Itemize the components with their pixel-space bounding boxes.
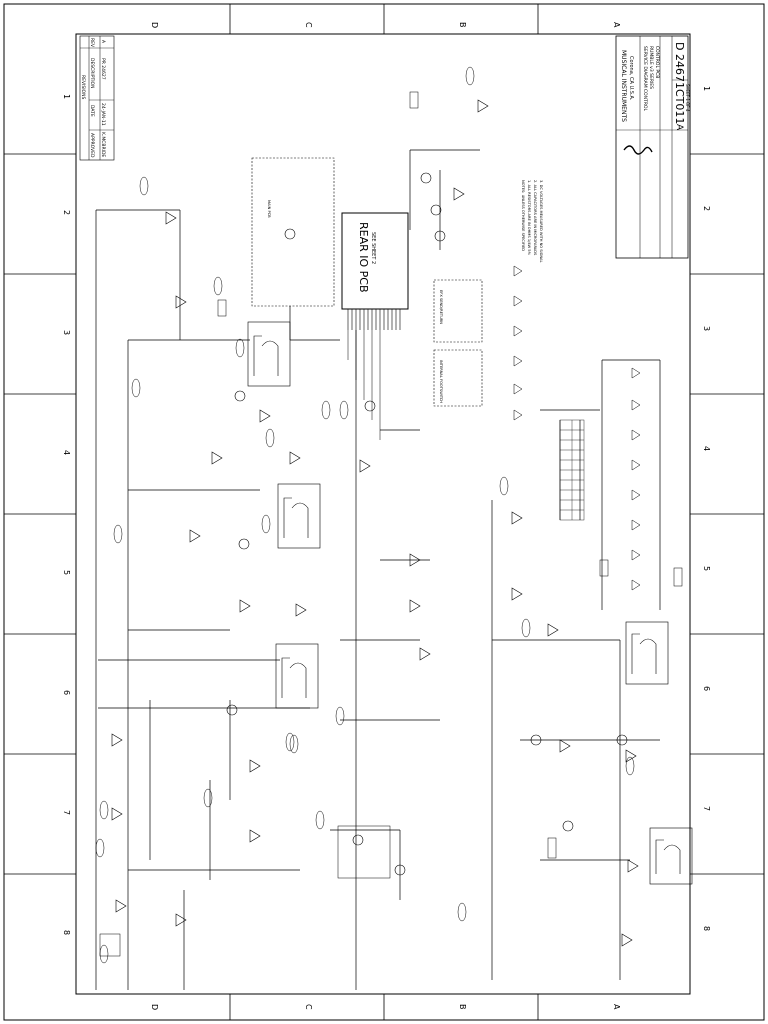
wiring — [95, 149, 661, 990]
rev-row-desc: PR 24627 — [100, 58, 106, 80]
company-location: Corona, CA U.S.A. — [628, 56, 634, 101]
drawing-sheet: SHEET 1 OF 4 — [685, 84, 690, 112]
rev-col-desc: DESCRIPTION — [89, 58, 95, 88]
zone-num-left-6: 6 — [62, 690, 71, 695]
dashed-subblocks — [251, 157, 483, 407]
zone-num-right-3: 3 — [702, 326, 711, 331]
rear-io-pcb-subtitle: SEE SHEET 2 — [370, 232, 376, 264]
led-array — [559, 419, 585, 521]
zone-letter-bottom-b: B — [458, 1004, 467, 1010]
revisions-header: REVISIONS — [80, 75, 86, 99]
rear-io-pcb-block: REAR IO PCB SEE SHEET 2 — [341, 212, 409, 330]
zone-num-right-7: 7 — [702, 806, 711, 811]
zone-num-left-3: 3 — [62, 330, 71, 335]
company-name: MUSICAL INSTRUMENTS — [620, 50, 627, 122]
note-2: 2. ALL CAPACITORS ARE IN MICROFARADS — [533, 180, 537, 256]
transistors — [226, 172, 628, 876]
drawing-title-3: CONTROL PCB — [654, 46, 660, 78]
drawing-size: D — [673, 42, 686, 50]
zone-letter-top-b: B — [458, 22, 467, 28]
zone-letter-bottom-c: C — [304, 1004, 313, 1010]
zone-num-left-4: 4 — [62, 450, 71, 455]
zone-num-left-8: 8 — [62, 930, 71, 935]
zone-letter-top-d: D — [150, 22, 159, 28]
zone-letter-bottom-a: A — [612, 1004, 621, 1010]
rev-row-date: 24-JAN-11 — [100, 103, 106, 126]
zone-num-right-1: 1 — [702, 86, 711, 91]
zone-num-left-1: 1 — [62, 94, 71, 99]
note-3: 3. DC VOLTAGES MEASURED WITH NO SIGNAL — [539, 180, 543, 263]
small-boxes — [99, 91, 683, 957]
rev-col-date: DATE — [89, 105, 95, 117]
rev-col-rev: REV — [89, 38, 95, 48]
rev-row-approved: K.MCBRIDE — [100, 132, 106, 157]
comparator-ladder — [513, 265, 641, 591]
zone-num-right-2: 2 — [702, 206, 711, 211]
subblock-label-efx: EFX SEND/RETURN — [439, 290, 443, 324]
drawing-title-1: SERVICE DIAGRAM CONTROL — [642, 46, 648, 111]
zone-letter-top-c: C — [304, 22, 313, 28]
note-0: NOTES: UNLESS OTHERWISE SPECIFIED — [521, 180, 525, 251]
subblock-label-main: MAIN PCB — [267, 200, 271, 218]
op-amps — [111, 99, 639, 947]
zone-num-right-4: 4 — [702, 446, 711, 451]
zone-num-left-5: 5 — [62, 570, 71, 575]
zone-num-left-2: 2 — [62, 210, 71, 215]
drawing-number: 24671CT011 — [673, 54, 686, 124]
zone-num-left-7: 7 — [62, 810, 71, 815]
note-1: 1. ALL RESISTORS ARE IN OHMS 1/4W 5% — [527, 180, 531, 256]
zone-num-right-8: 8 — [702, 926, 711, 931]
title-block: MUSICAL INSTRUMENTS Corona, CA U.S.A. SE… — [615, 35, 690, 259]
rear-io-wires — [347, 330, 381, 440]
inset-graphs — [247, 321, 693, 885]
zone-letter-top-a: A — [612, 22, 621, 28]
subblock-label-footswitch: INTERNAL FOOTSWITCH — [439, 360, 443, 403]
inner-border — [75, 33, 691, 995]
test-points — [95, 66, 635, 964]
drawing-rev: A — [674, 124, 684, 131]
zone-num-right-6: 6 — [702, 686, 711, 691]
rev-row-rev: A — [100, 40, 106, 44]
zone-letter-bottom-d: D — [150, 1004, 159, 1010]
drawing-title-2: RUMBLE v3 SERIES — [648, 46, 654, 89]
zone-num-right-5: 5 — [702, 566, 711, 571]
revisions-table: REVISIONS REV DESCRIPTION DATE APPROVED … — [79, 35, 115, 161]
fender-logo — [623, 145, 653, 155]
zone-ticks — [4, 4, 764, 1020]
rear-io-pcb-title: REAR IO PCB — [357, 222, 370, 293]
rev-col-approved: APPROVED — [89, 133, 95, 158]
